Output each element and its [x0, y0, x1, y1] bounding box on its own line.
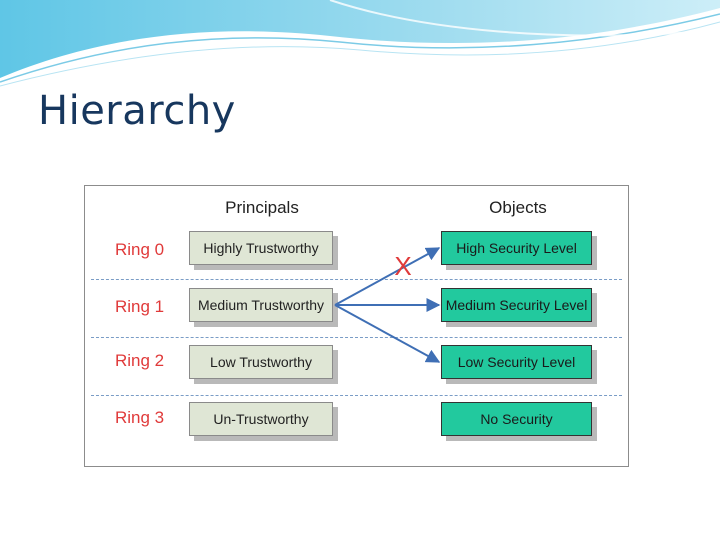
ring-label-0: Ring 0: [115, 240, 165, 259]
principals-header: Principals: [225, 198, 299, 217]
ring-divider: [91, 337, 622, 338]
principal-box-ring-1: Medium Trustworthy: [189, 288, 333, 322]
header-wave-decoration: [0, 0, 720, 87]
object-box-ring-1: Medium Security Level: [441, 288, 592, 322]
object-box-ring-2: Low Security Level: [441, 345, 592, 379]
ring-label-2: Ring 2: [115, 351, 165, 370]
arrow-medium-to-low: [334, 304, 441, 363]
principal-box-ring-3: Un-Trustworthy: [189, 402, 333, 436]
ring-divider: [91, 279, 622, 280]
slide-title: Hierarchy: [38, 88, 236, 134]
object-box-ring-0: High Security Level: [441, 231, 592, 265]
access-arrows: X: [334, 247, 441, 363]
principal-box-ring-0: Highly Trustworthy: [189, 231, 333, 265]
arrow-medium-to-high: [334, 247, 441, 306]
principal-box-ring-2: Low Trustworthy: [189, 345, 333, 379]
ring-divider: [91, 395, 622, 396]
object-box-ring-3: No Security: [441, 402, 592, 436]
ring-label-1: Ring 1: [115, 297, 165, 316]
objects-header: Objects: [489, 198, 547, 217]
ring-label-3: Ring 3: [115, 408, 165, 427]
hierarchy-diagram: Principals Objects Ring 0 Highly Trustwo…: [84, 185, 629, 467]
blocked-mark: X: [394, 251, 411, 281]
